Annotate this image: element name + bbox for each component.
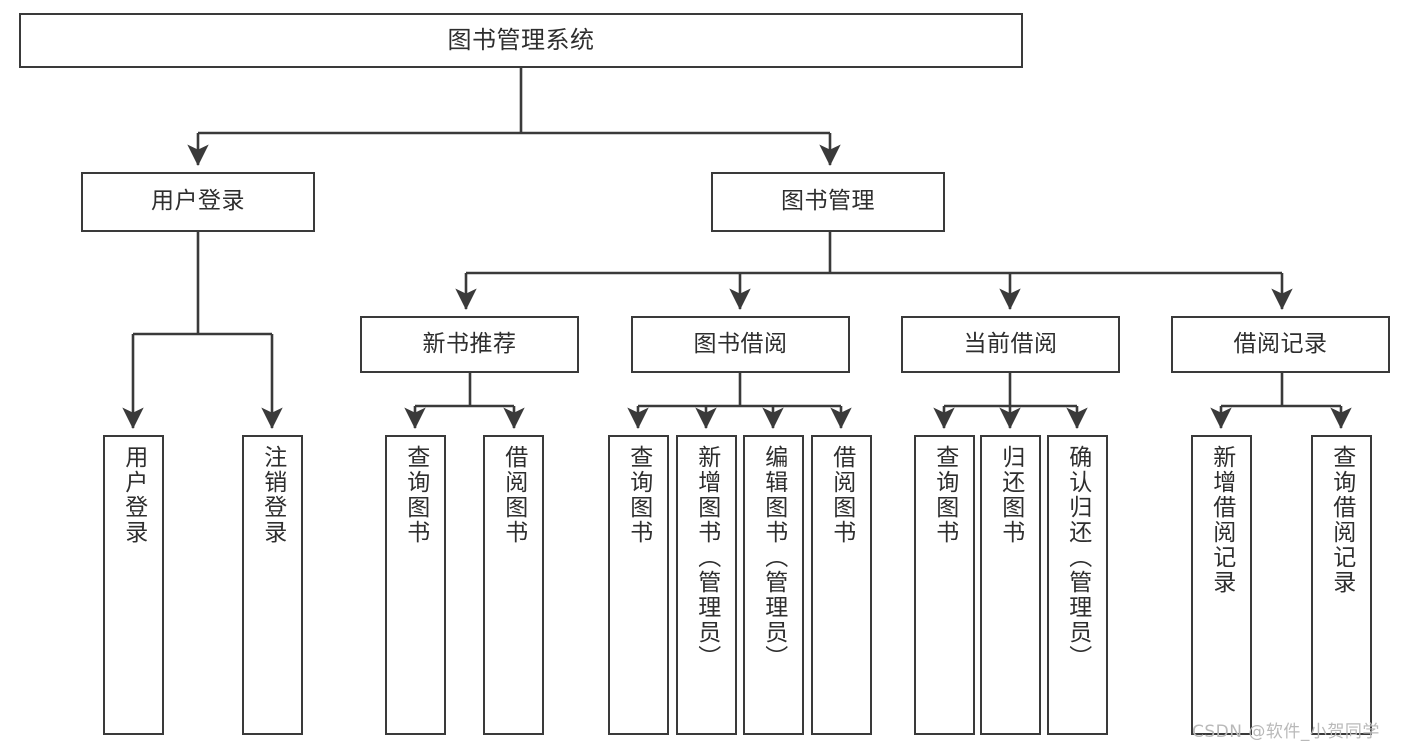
node-label: 新增图书（管理员） — [693, 445, 720, 670]
node-borrow-record[interactable]: 借阅记录 — [1171, 316, 1390, 373]
leaf-edit-book[interactable]: 编辑图书（管理员） — [743, 435, 804, 735]
leaf-query-record[interactable]: 查询借阅记录 — [1311, 435, 1372, 735]
node-label: 当前借阅 — [963, 330, 1058, 357]
leaf-query-book-3[interactable]: 查询图书 — [914, 435, 975, 735]
node-root-system[interactable]: 图书管理系统 — [19, 13, 1023, 68]
leaf-query-book-1[interactable]: 查询图书 — [385, 435, 446, 735]
node-label: 查询图书 — [931, 445, 958, 545]
node-label: 编辑图书（管理员） — [760, 445, 787, 670]
node-label: 新书推荐 — [422, 330, 517, 357]
node-new-book-recommend[interactable]: 新书推荐 — [360, 316, 579, 373]
node-label: 用户登录 — [120, 445, 147, 545]
leaf-add-book[interactable]: 新增图书（管理员） — [676, 435, 737, 735]
leaf-logout[interactable]: 注销登录 — [242, 435, 303, 735]
node-label: 图书管理系统 — [447, 26, 595, 55]
node-current-borrow[interactable]: 当前借阅 — [901, 316, 1120, 373]
node-label: 图书管理 — [781, 188, 875, 215]
node-label: 借阅图书 — [500, 445, 527, 545]
node-label: 注销登录 — [259, 445, 286, 545]
node-label: 查询图书 — [402, 445, 429, 545]
node-label: 借阅图书 — [828, 445, 855, 545]
node-label: 确认归还（管理员） — [1064, 445, 1091, 670]
node-user-login[interactable]: 用户登录 — [81, 172, 315, 232]
node-label: 查询借阅记录 — [1328, 445, 1355, 595]
node-book-borrow[interactable]: 图书借阅 — [631, 316, 850, 373]
leaf-return-book[interactable]: 归还图书 — [980, 435, 1041, 735]
node-label: 借阅记录 — [1233, 330, 1328, 357]
leaf-borrow-book-2[interactable]: 借阅图书 — [811, 435, 872, 735]
node-label: 查询图书 — [625, 445, 652, 545]
leaf-user-login[interactable]: 用户登录 — [103, 435, 164, 735]
node-label: 新增借阅记录 — [1208, 445, 1235, 595]
csdn-watermark: CSDN @软件_小贺同学 — [1192, 722, 1380, 742]
leaf-confirm-return[interactable]: 确认归还（管理员） — [1047, 435, 1108, 735]
leaf-query-book-2[interactable]: 查询图书 — [608, 435, 669, 735]
leaf-add-record[interactable]: 新增借阅记录 — [1191, 435, 1252, 735]
node-label: 归还图书 — [997, 445, 1024, 545]
node-label: 用户登录 — [151, 188, 245, 215]
node-book-manage[interactable]: 图书管理 — [711, 172, 945, 232]
node-label: 图书借阅 — [693, 330, 788, 357]
leaf-borrow-book-1[interactable]: 借阅图书 — [483, 435, 544, 735]
